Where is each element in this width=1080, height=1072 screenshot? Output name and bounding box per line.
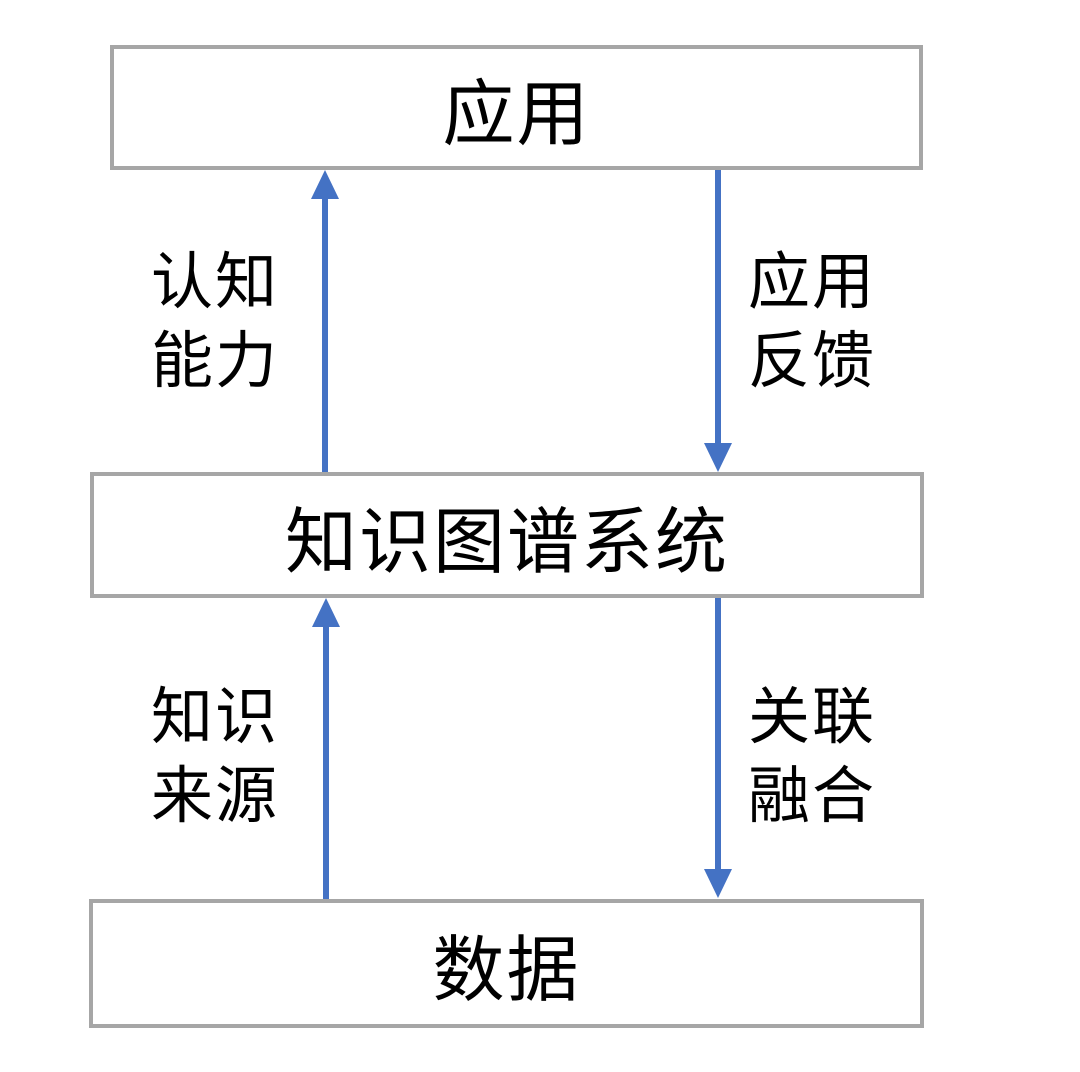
arrowhead-down-icon [704,443,732,472]
arrowhead-up-icon [312,598,340,627]
arrow-application-feedback [704,170,732,472]
node-knowledge-graph-system: 知识图谱系统 [90,472,924,598]
arrow-association-fusion [704,598,732,898]
edge-label-line: 反馈 [747,327,876,396]
edge-label-knowledge-source: 知识 来源 [117,678,313,836]
edge-label-line: 知识 [150,683,279,752]
node-application-label: 应用 [442,75,591,155]
arrow-cognitive-ability [311,170,339,472]
edge-label-line: 能力 [150,327,279,396]
node-application: 应用 [110,45,923,170]
arrowhead-down-icon [704,869,732,898]
node-data-label: 数据 [432,931,581,1011]
edge-label-cognitive-ability: 认知 能力 [117,243,313,401]
edge-label-application-feedback: 应用 反馈 [714,243,910,401]
arrowhead-up-icon [311,170,339,199]
node-data: 数据 [89,899,924,1028]
edge-label-line: 关联 [747,683,876,752]
node-knowledge-graph-system-label: 知识图谱系统 [284,502,729,583]
edge-label-line: 来源 [150,762,279,831]
edge-label-line: 融合 [747,762,876,831]
edge-label-association-fusion: 关联 融合 [714,678,910,836]
edge-label-line: 认知 [150,248,279,317]
edge-label-line: 应用 [747,248,876,317]
arrow-knowledge-source [312,598,340,899]
